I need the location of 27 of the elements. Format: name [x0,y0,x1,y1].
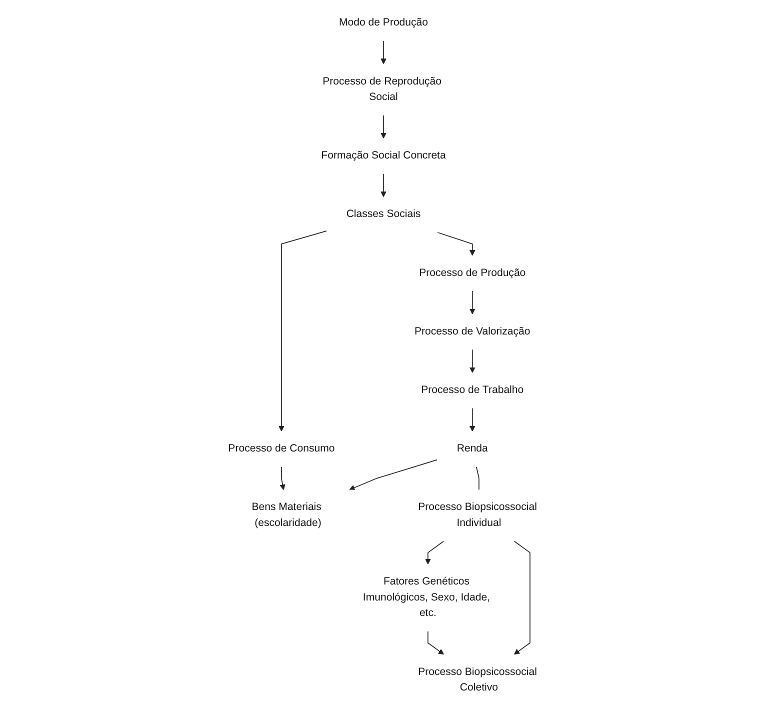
arrow [428,630,444,655]
node-text: Processo Biopsicossocial Coletivo [418,666,537,694]
arrow [380,114,386,139]
node-text: Bens Materiais (escolaridade) [252,502,322,529]
arrow [349,459,438,490]
arrow [425,540,444,564]
node-text: Processo Biopsicossocial Individual [418,502,537,529]
node-text: Processo de Produção [419,267,526,278]
node-text: Classes Sociais [346,208,421,220]
connector [476,466,480,490]
node-text: Processo de Trabalho [421,384,524,396]
arrow [469,349,476,373]
arrow [278,230,327,432]
arrow [469,290,476,314]
node-text: Processo de Reprodução Social [322,76,442,103]
arrow [437,232,476,256]
arrow [514,540,530,655]
arrow [380,40,386,64]
node-text: Processo de Consumo [228,443,335,454]
node-text: Modo de Produção [338,17,428,28]
node-text: Formação Social Concreta [321,150,446,162]
arrow [469,408,476,432]
arrow [280,466,286,490]
node-text: Processo de Valorização [414,326,530,338]
node-text: Fatores Genéticos Imunológicos, Sexo, Idade, etc. [362,576,490,619]
arrow [380,173,386,198]
node-text: Renda [456,443,488,454]
